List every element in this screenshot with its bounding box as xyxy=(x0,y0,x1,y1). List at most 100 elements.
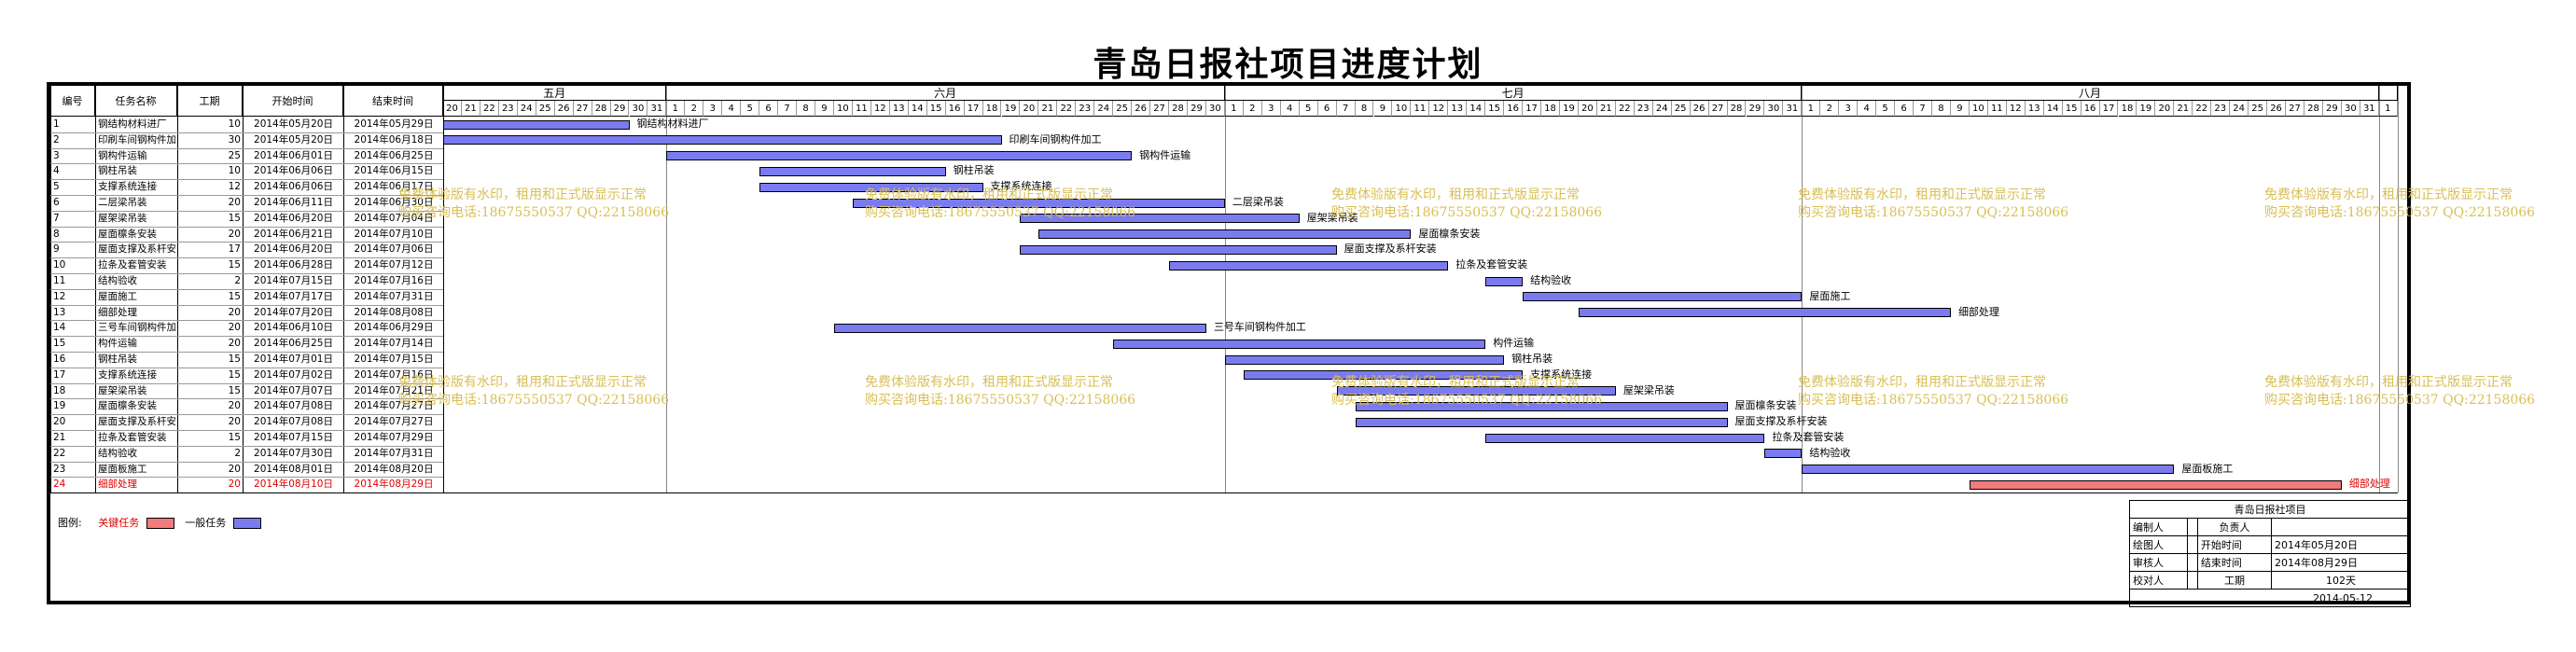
day-label: 9 xyxy=(1950,101,1970,117)
task-bar xyxy=(443,119,630,130)
row-line xyxy=(50,398,443,400)
table-cell: 15 xyxy=(228,368,241,381)
table-cell: 18 xyxy=(53,384,66,396)
table-cell: 2014年06月25日 xyxy=(354,149,434,161)
table-cell: 拉条及套管安装 xyxy=(98,259,167,271)
day-label: 6 xyxy=(759,101,779,117)
day-label: 17 xyxy=(2099,101,2119,117)
table-cell: 6 xyxy=(53,197,60,208)
day-label: 6 xyxy=(1895,101,1915,117)
column-header: 任务名称 xyxy=(95,86,177,117)
table-cell: 细部处理 xyxy=(98,479,137,491)
row-line xyxy=(50,147,443,149)
day-label: 8 xyxy=(797,101,815,117)
day-label: 22 xyxy=(1615,101,1635,117)
table-cell: 22 xyxy=(53,447,66,459)
task-bar-label: 钢柱吊装 xyxy=(953,164,995,177)
table-cell: 23 xyxy=(53,463,66,475)
day-label: 27 xyxy=(2286,101,2304,117)
task-bar-label: 印刷车间钢构件加工 xyxy=(1009,132,1102,146)
day-label: 5 xyxy=(1299,101,1318,117)
table-cell: 15 xyxy=(228,384,241,396)
day-label: 30 xyxy=(1764,101,1784,117)
table-cell: 2014年06月20日 xyxy=(254,212,333,224)
table-cell: 3 xyxy=(53,149,60,161)
table-cell: 20 xyxy=(228,400,241,412)
day-label: 18 xyxy=(2118,101,2137,117)
watermark-line-1: 免费体验版有水印，租用和正式版显示正常 xyxy=(1331,187,1580,202)
table-cell: 2014年07月15日 xyxy=(354,354,434,365)
table-cell: 2 xyxy=(234,447,241,459)
day-label: 24 xyxy=(2230,101,2249,117)
day-label: 8 xyxy=(1355,101,1374,117)
day-label: 1 xyxy=(1224,101,1244,117)
watermark-line-2: 购买咨询电话:18675550537 QQ:22158066 xyxy=(1331,393,1603,408)
day-label: 20 xyxy=(443,101,462,117)
task-bar xyxy=(1243,370,1524,381)
month-label xyxy=(2378,86,2398,101)
day-label: 16 xyxy=(1504,101,1524,117)
day-label: 27 xyxy=(1708,101,1728,117)
table-cell: 2014年06月18日 xyxy=(354,133,434,146)
table-cell: 细部处理 xyxy=(98,306,137,318)
table-cell: 屋架梁吊装 xyxy=(98,212,147,224)
table-cell: 15 xyxy=(228,354,241,365)
day-label: 11 xyxy=(852,101,871,117)
info-cell xyxy=(2187,553,2198,572)
month-label: 五月 xyxy=(443,86,667,101)
table-cell: 屋面支撑及系杆安装 xyxy=(98,416,175,428)
table-cell: 2014年08月08日 xyxy=(354,306,434,318)
row-line xyxy=(50,273,443,274)
table-cell: 19 xyxy=(53,400,66,412)
table-cell: 2014年06月06日 xyxy=(254,181,333,193)
watermark-line-1: 免费体验版有水印，租用和正式版显示正常 xyxy=(1798,375,2046,390)
watermark-line-2: 购买咨询电话:18675550537 QQ:22158066 xyxy=(2264,205,2536,220)
task-bar xyxy=(1336,386,1616,396)
row-line xyxy=(50,414,443,416)
day-label: 12 xyxy=(1429,101,1449,117)
task-bar xyxy=(1355,417,1728,427)
task-bar-label: 屋面支撑及系杆安装 xyxy=(1734,415,1828,428)
table-cell: 9 xyxy=(53,243,60,256)
day-label: 21 xyxy=(2174,101,2193,117)
day-label: 25 xyxy=(1113,101,1133,117)
day-label: 21 xyxy=(1038,101,1058,117)
task-bar-label: 结构验收 xyxy=(1530,274,1572,286)
day-label: 23 xyxy=(1076,101,1095,117)
task-bar-label: 细部处理 xyxy=(2348,478,2390,491)
watermark-line-1: 免费体验版有水印，租用和正式版显示正常 xyxy=(1331,375,1580,390)
table-cell: 2014年05月29日 xyxy=(354,118,434,130)
day-label: 25 xyxy=(536,101,555,117)
info-cell xyxy=(2187,518,2198,536)
row-line xyxy=(50,304,443,306)
table-cell: 三号车间钢构件加工 xyxy=(98,322,175,334)
info-cell: 负责人 xyxy=(2196,518,2273,536)
day-label: 4 xyxy=(1280,101,1300,117)
task-bar xyxy=(1485,276,1524,286)
day-label: 13 xyxy=(889,101,909,117)
month-separator xyxy=(1802,86,1803,493)
task-bar-label: 钢柱吊装 xyxy=(1511,353,1553,365)
table-cell: 13 xyxy=(53,306,66,318)
watermark-line-1: 免费体验版有水印，租用和正式版显示正常 xyxy=(2264,187,2513,202)
day-label: 1 xyxy=(666,101,686,117)
table-cell: 2014年06月15日 xyxy=(354,165,434,177)
day-label: 22 xyxy=(480,101,499,117)
day-label: 13 xyxy=(2025,101,2044,117)
table-cell: 2014年07月16日 xyxy=(354,275,434,286)
table-cell: 30 xyxy=(228,133,241,146)
watermark-line-1: 免费体验版有水印，租用和正式版显示正常 xyxy=(865,187,1113,202)
day-label: 30 xyxy=(629,101,648,117)
row-line xyxy=(50,461,443,463)
day-label: 14 xyxy=(908,101,927,117)
table-cell: 15 xyxy=(228,212,241,224)
day-label: 1 xyxy=(2378,101,2398,117)
day-label: 23 xyxy=(2211,101,2231,117)
table-cell: 20 xyxy=(228,416,241,428)
watermark-line-2: 购买咨询电话:18675550537 QQ:22158066 xyxy=(398,205,670,220)
task-bar xyxy=(1802,465,2175,475)
table-cell: 2014年07月31日 xyxy=(354,290,434,302)
table-cell: 2014年06月20日 xyxy=(254,243,333,256)
month-separator xyxy=(2378,86,2380,493)
table-cell: 20 xyxy=(228,338,241,350)
